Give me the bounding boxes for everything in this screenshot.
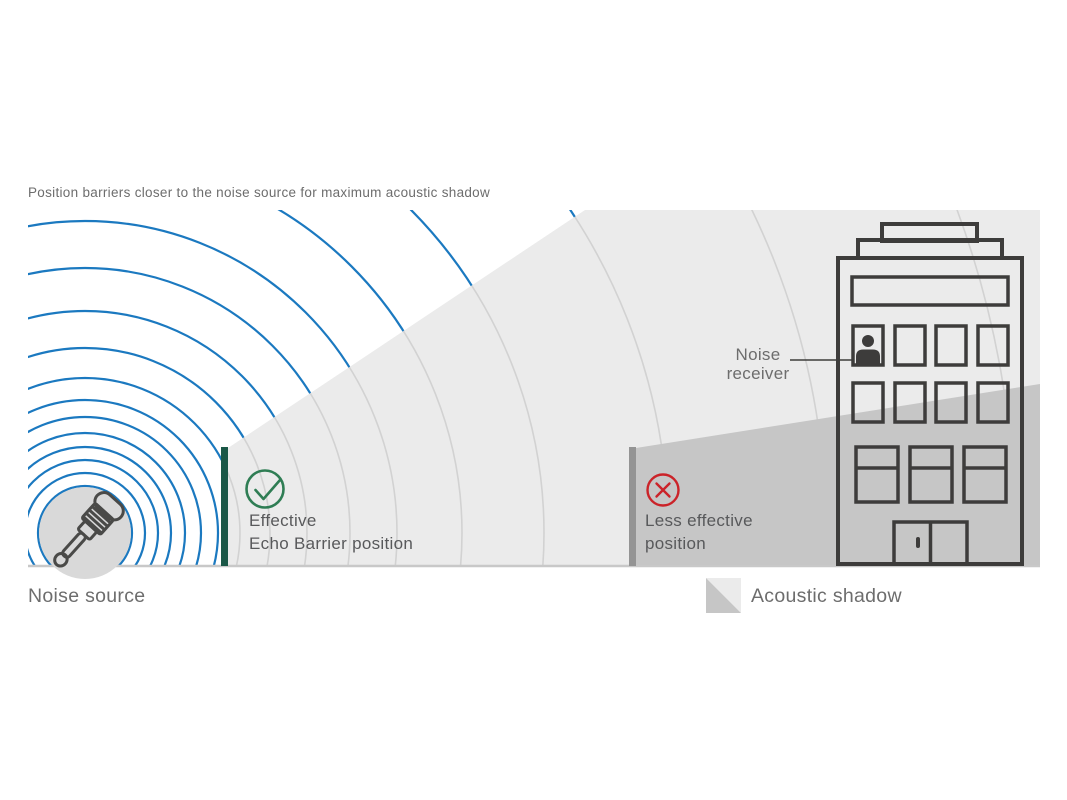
window xyxy=(976,381,1010,424)
heading-text: Position barriers closer to the noise so… xyxy=(28,185,491,200)
building-door xyxy=(892,520,969,566)
less-effective-line2: position xyxy=(645,534,706,553)
building-sign-band xyxy=(850,275,1010,307)
noise-receiver-line1: Noise xyxy=(735,345,781,364)
window-large xyxy=(962,445,1008,504)
sound-waves xyxy=(28,210,1016,567)
window xyxy=(893,324,927,367)
jackhammer-icon xyxy=(53,491,125,568)
building-windows-row-2 xyxy=(851,381,1010,424)
cross-icon xyxy=(646,473,680,507)
building xyxy=(836,222,1024,566)
effective-line1: Effective xyxy=(249,511,317,530)
check-icon xyxy=(245,469,285,509)
effective-line2: Echo Barrier position xyxy=(249,534,414,553)
less-effective-line1: Less effective xyxy=(645,511,753,530)
less-effective-position-label: Less effective position xyxy=(645,509,753,555)
building-windows-row-3 xyxy=(854,445,1008,504)
noise-source-label: Noise source xyxy=(28,585,146,607)
noise-source-circle xyxy=(39,487,131,579)
barrier-less-effective xyxy=(629,447,636,566)
noise-source xyxy=(39,487,131,579)
window xyxy=(851,381,885,424)
window xyxy=(934,381,968,424)
noise-receiver-label: Noise receiver xyxy=(714,345,802,383)
acoustic-shadow-legend-label: Acoustic shadow xyxy=(751,585,902,607)
noise-receiver-line2: receiver xyxy=(726,363,790,383)
acoustic-shadow-swatch xyxy=(706,578,741,613)
effective-position-label: Effective Echo Barrier position xyxy=(249,509,413,555)
window-large xyxy=(908,445,954,504)
person-icon xyxy=(856,335,880,365)
barrier-effective xyxy=(221,447,228,566)
window xyxy=(976,324,1010,367)
window xyxy=(934,324,968,367)
window-large xyxy=(854,445,900,504)
window xyxy=(893,381,927,424)
